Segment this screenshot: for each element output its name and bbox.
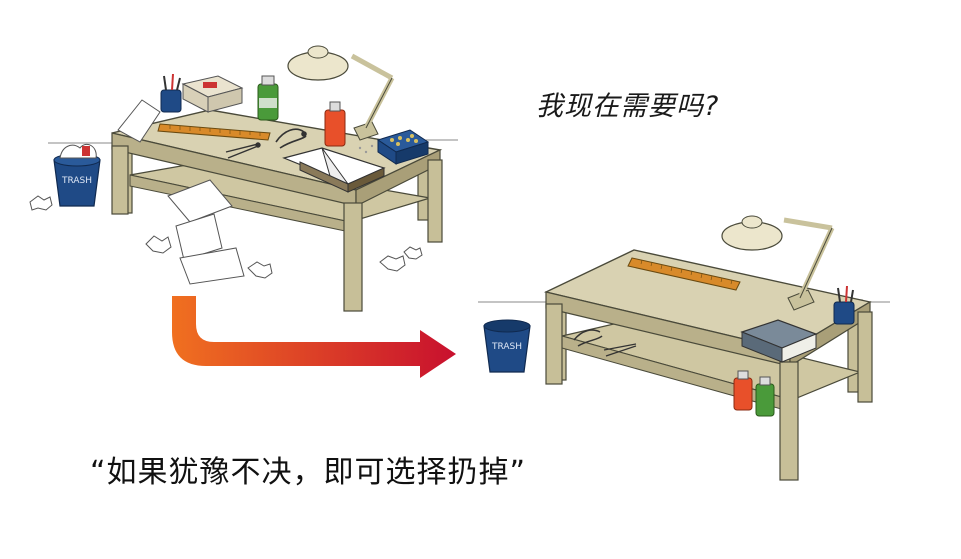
ruler-2-ticks	[640, 259, 733, 285]
desk-lamp-icon	[287, 45, 395, 141]
trash-can-icon: TRASH	[53, 143, 101, 207]
closed-book	[740, 319, 818, 363]
desk2-leg-side-right	[857, 311, 873, 403]
desk-leg-front-left	[111, 145, 129, 215]
desk-leg-side-right	[427, 159, 443, 243]
desk-lamp-icon-2	[721, 215, 835, 311]
pliers-icon-2	[573, 329, 603, 347]
orange-can-shelf	[733, 377, 753, 411]
falling-papers	[167, 179, 245, 285]
orange-spray-can	[324, 109, 346, 147]
open-book	[282, 147, 386, 193]
pen-cup-2	[833, 301, 855, 325]
desk2-leg-front-right	[779, 361, 799, 481]
scattered-dots	[358, 144, 374, 154]
trash-can-icon-2: TRASH	[483, 319, 531, 373]
green-bottle-shelf	[755, 383, 775, 417]
paper-sheet-desk	[117, 99, 161, 143]
messy-desk-scene: TRASH	[29, 45, 458, 312]
ruler	[157, 123, 271, 141]
desk2-leg-front-left	[545, 303, 563, 385]
ruler-ticks	[169, 125, 261, 136]
curved-arrow-icon	[172, 296, 456, 378]
caption-advice: “如果犹豫不决，即可选择扔掉”	[90, 455, 527, 490]
crumpled-papers	[29, 195, 423, 279]
desk-leg-front-right	[343, 202, 363, 312]
ruler-2	[627, 257, 741, 291]
pliers-icon	[275, 128, 307, 149]
trash-label-right: TRASH	[491, 342, 522, 352]
compass-icon-2	[603, 343, 637, 357]
trash-label-left: TRASH	[61, 176, 92, 186]
pen-cup	[160, 89, 182, 113]
compass-icon	[225, 142, 261, 159]
clip-tray	[376, 129, 430, 165]
tidy-desk-scene: TRASH	[478, 215, 890, 481]
box-label	[203, 82, 217, 88]
caption-question: 我现在需要吗?	[536, 91, 720, 122]
